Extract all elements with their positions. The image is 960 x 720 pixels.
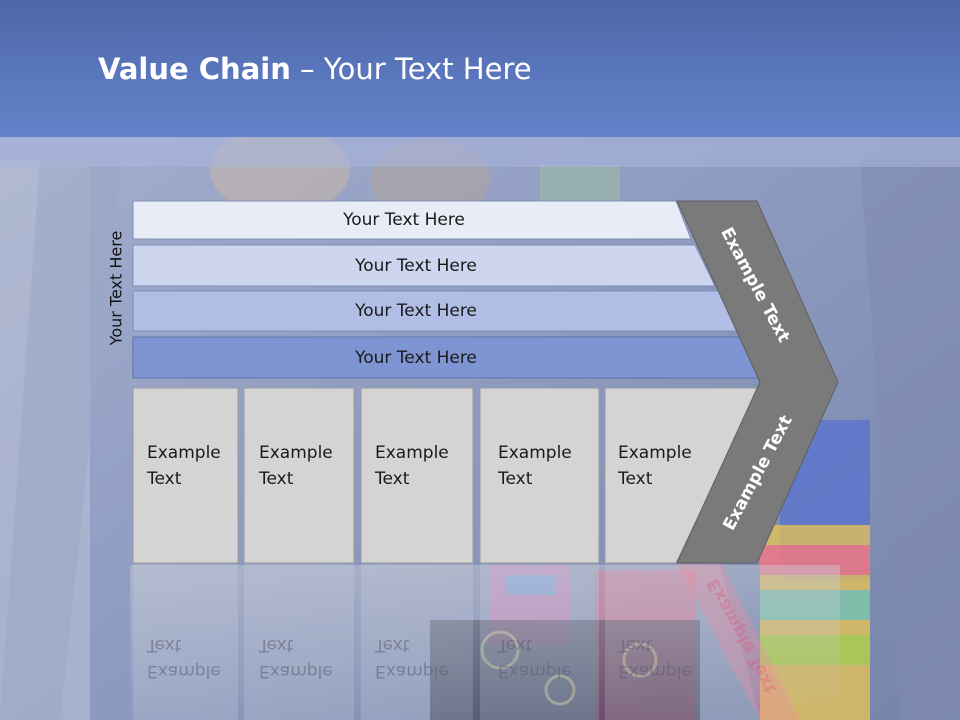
bar-1-label: Your Text Here — [343, 210, 465, 230]
side-label: Your Text Here — [106, 230, 126, 346]
chevron-shape — [676, 200, 839, 564]
box-4-shape — [479, 387, 600, 564]
box-3-shape — [360, 387, 474, 564]
boxes-reflection — [133, 564, 760, 720]
bar-1-shape — [132, 200, 692, 240]
bar-2-label: Your Text Here — [355, 255, 477, 276]
box-5-shape — [604, 387, 761, 564]
box-1-reflection-text: Example Text — [147, 635, 221, 681]
box-1-shape — [132, 387, 239, 564]
bar-3: Your Text Here — [133, 291, 739, 331]
box-4-text: Example Text — [498, 443, 572, 489]
box-2-shape — [243, 387, 355, 564]
header-bar — [0, 0, 960, 137]
bar-2-shape — [132, 244, 716, 287]
bar-1: Your Text Here — [133, 201, 691, 239]
bar-4: Your Text Here — [133, 337, 763, 378]
box-5-text: Example Text — [618, 443, 692, 489]
page-title: Value Chain – Your Text Here — [98, 52, 532, 86]
box-4-reflection-text: Example Text — [498, 635, 572, 681]
box-2-reflection-text: Example Text — [259, 635, 333, 681]
bar-2: Your Text Here — [133, 245, 715, 286]
bar-3-label: Your Text Here — [355, 301, 477, 321]
box-5-reflection-text: Example Text — [618, 635, 692, 681]
title-bold: Value Chain — [98, 52, 291, 86]
box-3-reflection-text: Example Text — [375, 635, 449, 681]
title-rest: – Your Text Here — [290, 52, 532, 86]
bar-4-label: Your Text Here — [355, 347, 477, 368]
box-1-text: Example Text — [147, 443, 221, 489]
box-2-text: Example Text — [259, 443, 333, 489]
chevron-reflection — [677, 564, 800, 720]
box-3-text: Example Text — [375, 443, 449, 489]
